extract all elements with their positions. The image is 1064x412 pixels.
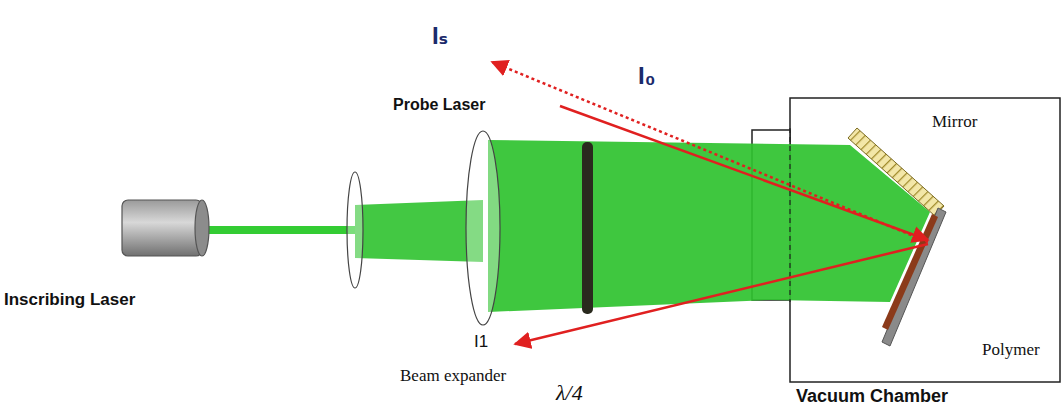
component-label: λ/4 (556, 380, 583, 405)
expanding-beam (355, 200, 483, 262)
window-dashed-line (789, 128, 790, 302)
intensity-label: I₀ (638, 62, 655, 90)
scattered-beam (492, 62, 928, 242)
probe-beam (560, 106, 928, 240)
mirror (848, 128, 944, 216)
component-label: Inscribing Laser (4, 290, 135, 310)
intensity-label: Iₛ (432, 22, 448, 50)
component-label: Beam expander (400, 366, 506, 386)
substrate (882, 208, 946, 346)
inscribing-laser-body (122, 200, 209, 256)
polymer-layer (882, 214, 938, 330)
component-label: Mirror (932, 112, 977, 132)
lens (347, 172, 363, 288)
component-label: Vacuum Chamber (796, 386, 948, 407)
component-label: Probe Laser (393, 96, 485, 114)
component-label: Polymer (982, 340, 1040, 360)
lens (466, 131, 500, 325)
laser-beam (200, 226, 355, 234)
intensity-label: I1 (474, 332, 488, 352)
quarter-wave-plate (582, 142, 593, 314)
expanded-beam (488, 140, 930, 312)
reflected-beam (515, 244, 928, 344)
